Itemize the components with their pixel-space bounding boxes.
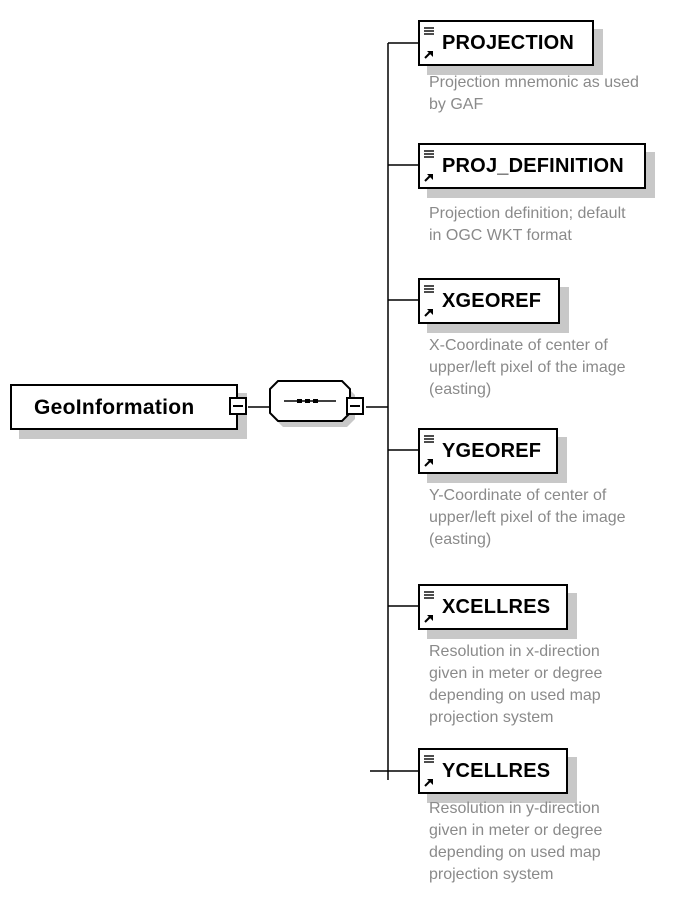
element-proj-definition[interactable]: PROJ_DEFINITION <box>418 143 646 189</box>
element-icon <box>424 435 434 467</box>
element-documentation: Projection mnemonic as used by GAF <box>429 74 639 113</box>
element-label: XGEOREF <box>442 290 542 312</box>
element-label: PROJECTION <box>442 32 575 54</box>
element-documentation: Y-Coordinate of center of upper/left pix… <box>429 487 626 548</box>
element-label: PROJ_DEFINITION <box>442 155 624 177</box>
element-ycellres[interactable]: YCELLRES <box>418 748 568 794</box>
compositor-collapse-icon[interactable] <box>346 397 364 415</box>
element-documentation: X-Coordinate of center of upper/left pix… <box>429 337 626 398</box>
element-xcellres[interactable]: XCELLRES <box>418 584 568 630</box>
root-element-label: GeoInformation <box>34 396 195 419</box>
element-label: YCELLRES <box>442 760 551 782</box>
root-element-geoinformation[interactable]: GeoInformation <box>10 384 238 430</box>
element-icon <box>424 591 434 623</box>
element-icon <box>424 755 434 787</box>
element-icon <box>424 27 434 59</box>
element-icon <box>424 285 434 317</box>
element-icon <box>424 150 434 182</box>
element-documentation: Projection definition; default in OGC WK… <box>429 205 626 244</box>
element-documentation: Resolution in y-direction given in meter… <box>429 800 603 883</box>
element-ygeoref[interactable]: YGEOREF <box>418 428 558 474</box>
root-collapse-icon[interactable] <box>229 397 247 415</box>
element-documentation: Resolution in x-direction given in meter… <box>429 643 603 726</box>
element-xgeoref[interactable]: XGEOREF <box>418 278 560 324</box>
sequence-compositor-icon[interactable] <box>269 380 355 427</box>
element-projection[interactable]: PROJECTION <box>418 20 594 66</box>
element-label: YGEOREF <box>442 440 542 462</box>
element-label: XCELLRES <box>442 596 551 618</box>
